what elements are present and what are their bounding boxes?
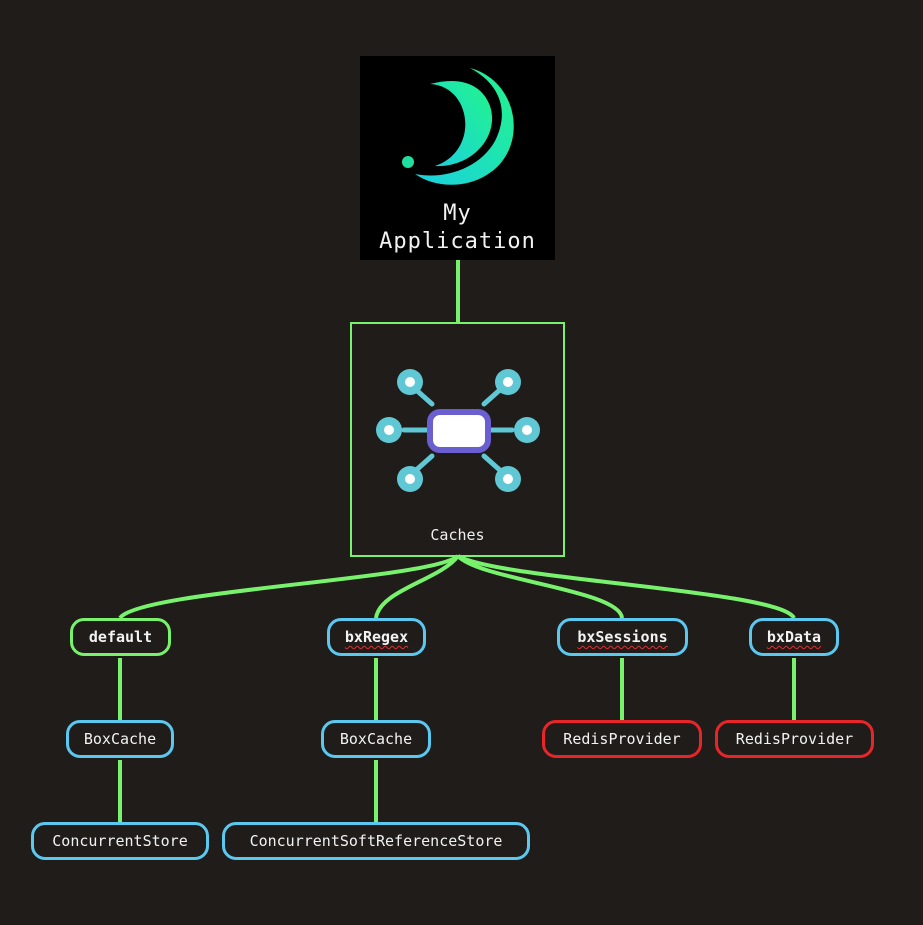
app-node[interactable]: My Application [360, 56, 555, 260]
cache-node-bxsessions[interactable]: bxSessions [557, 618, 688, 656]
provider-label: RedisProvider [563, 730, 681, 748]
cache-node-default[interactable]: default [70, 618, 171, 656]
connector-caches-bxsessions [456, 554, 624, 619]
app-title: My Application [379, 201, 536, 254]
cache-name-label: bxRegex [344, 628, 409, 646]
store-node-default[interactable]: ConcurrentStore [31, 822, 209, 860]
network-hub-icon [376, 369, 540, 492]
cache-node-bxdata[interactable]: bxData [749, 618, 839, 656]
store-node-bxregex[interactable]: ConcurrentSoftReferenceStore [222, 822, 530, 860]
store-type-node-bxregex[interactable]: BoxCache [321, 720, 431, 758]
connector-caches-default [118, 554, 460, 620]
cache-name-label: bxData [766, 628, 822, 646]
provider-label: RedisProvider [735, 730, 854, 748]
provider-node-bxdata[interactable]: RedisProvider [715, 720, 874, 758]
app-logo-icon [402, 68, 514, 185]
store-type-node-default[interactable]: BoxCache [66, 720, 174, 758]
store-type-label: BoxCache [339, 730, 413, 748]
store-label: ConcurrentSoftReferenceStore [249, 832, 503, 850]
cache-node-bxregex[interactable]: bxRegex [327, 618, 426, 656]
caches-label: Caches [430, 526, 485, 544]
connector-caches-bxregex [374, 554, 460, 619]
cache-name-label: bxSessions [577, 628, 668, 646]
cache-name-label: default [88, 628, 153, 646]
caches-node[interactable]: Caches [350, 322, 565, 557]
store-type-label: BoxCache [83, 730, 157, 748]
store-label: ConcurrentStore [52, 832, 188, 850]
provider-node-bxsessions[interactable]: RedisProvider [542, 720, 702, 758]
connector-caches-bxdata [457, 554, 796, 620]
